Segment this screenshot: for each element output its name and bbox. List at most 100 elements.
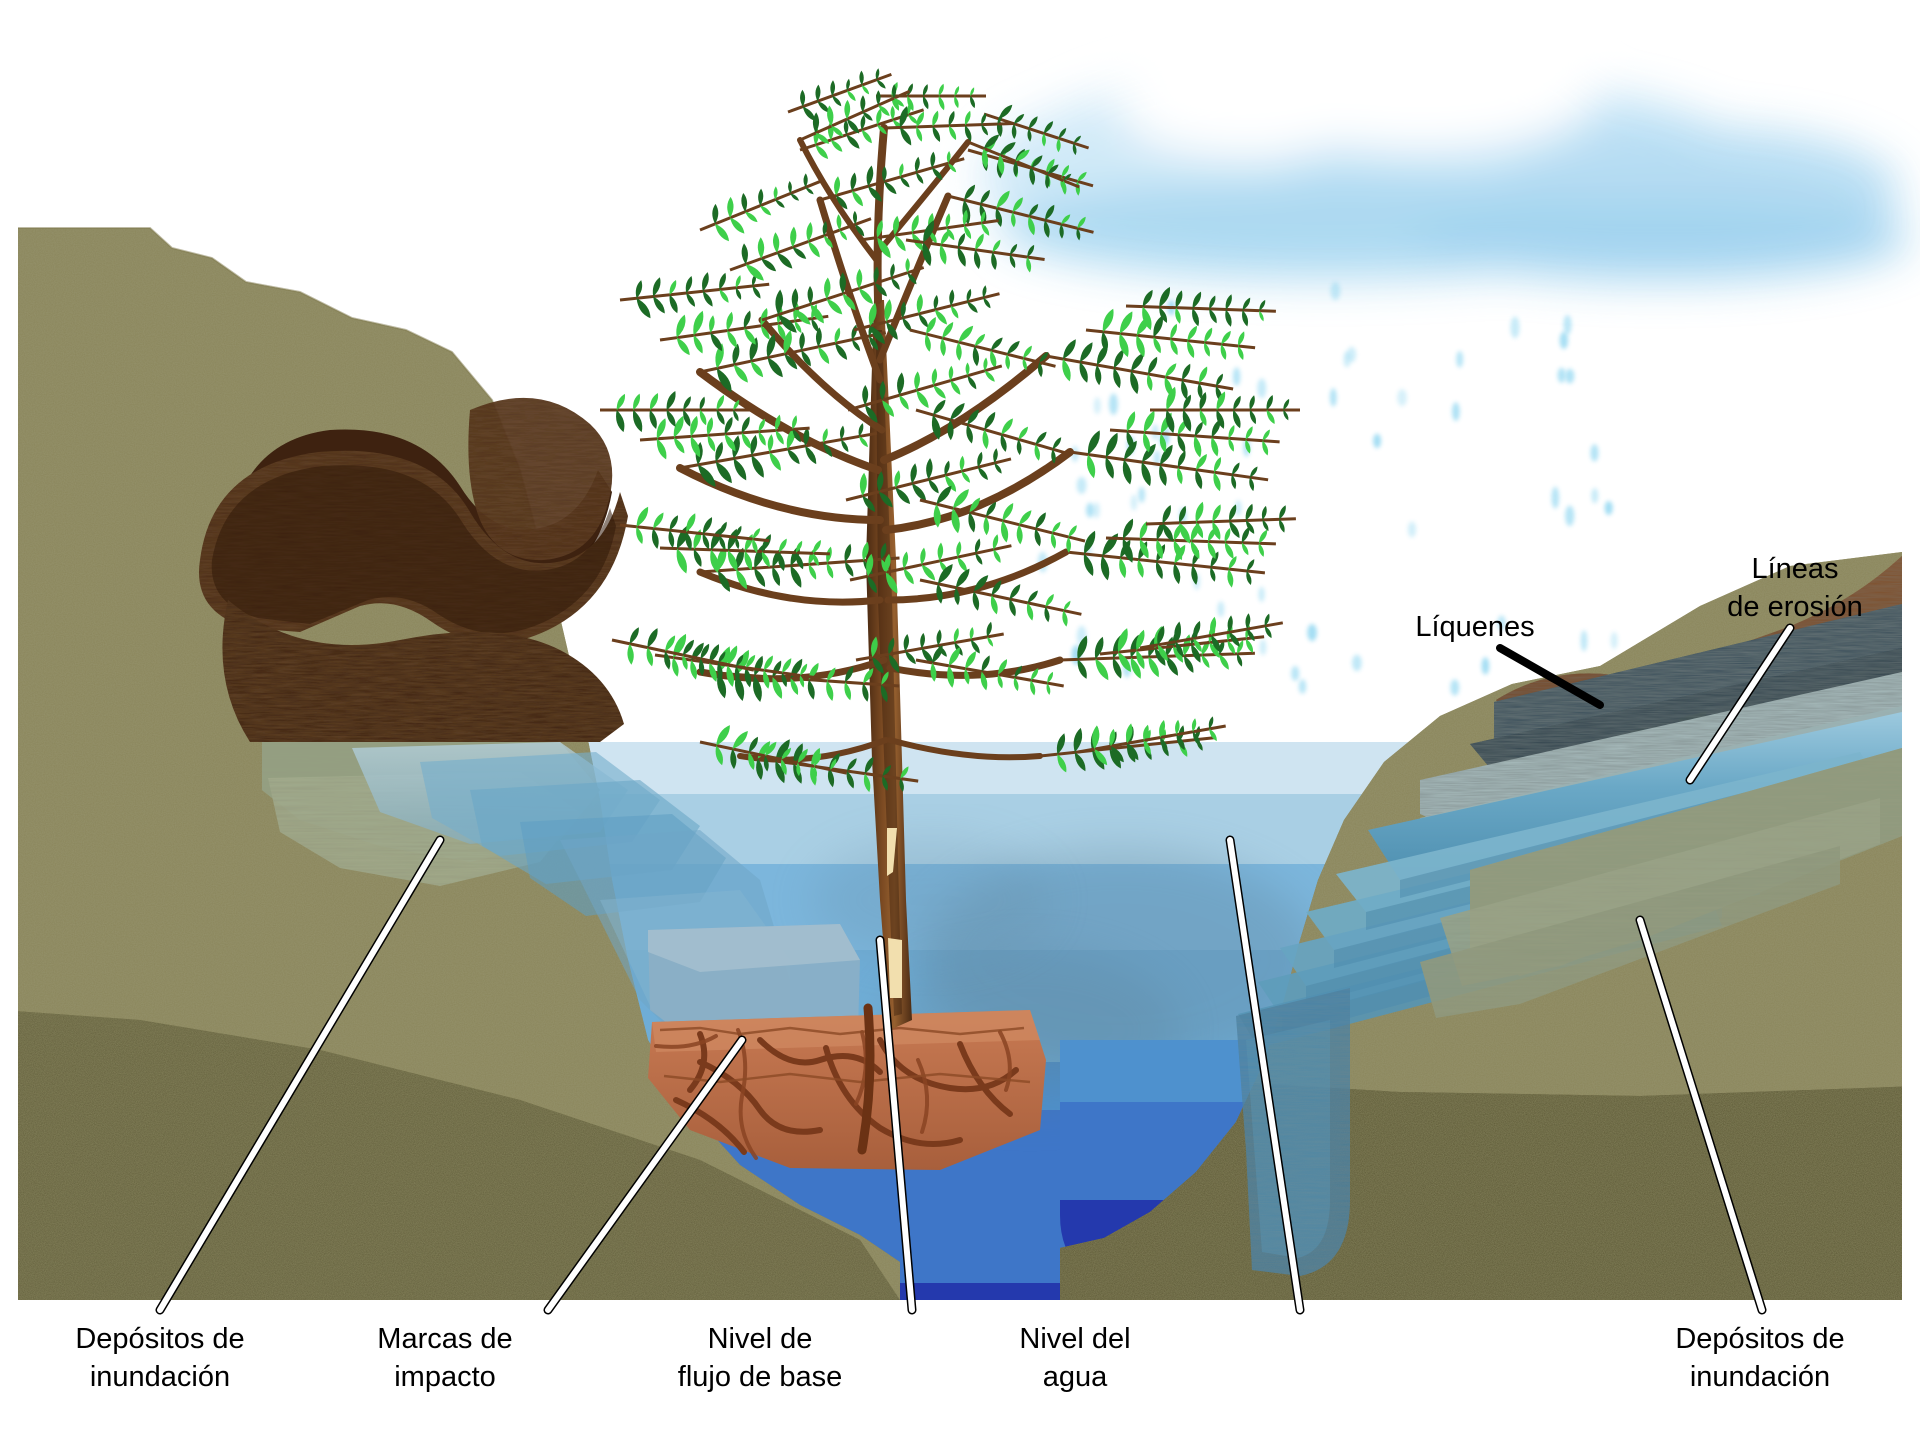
leader-lineas-de-erosion <box>1685 623 1795 785</box>
leaflet <box>884 553 891 573</box>
leaflet <box>1242 310 1249 327</box>
leaflet <box>758 188 764 206</box>
leaflet <box>718 570 730 592</box>
leaflet <box>1139 539 1149 559</box>
leaflet <box>998 659 1008 675</box>
leaflet <box>683 410 691 427</box>
leaflet <box>1031 155 1043 168</box>
leaflet <box>839 230 847 241</box>
leaf-rachis <box>619 282 770 302</box>
leaflet <box>1246 571 1252 585</box>
leaflet <box>1173 524 1181 541</box>
leaflet <box>1224 528 1231 543</box>
leaflet <box>682 639 694 656</box>
leaflet <box>1159 464 1167 486</box>
leaflet <box>727 196 734 218</box>
leaflet <box>826 563 834 579</box>
rain-drop <box>1307 624 1317 642</box>
rain-drop <box>1580 630 1588 652</box>
leaflet <box>936 629 942 646</box>
leaflet <box>850 172 857 191</box>
leaflet <box>1184 655 1194 673</box>
leaflet <box>666 391 676 410</box>
leaflet <box>1195 501 1204 523</box>
leaflet <box>1266 395 1273 410</box>
leaflet <box>1142 306 1152 331</box>
leaflet <box>890 263 895 278</box>
label-depositos-derecha: Depósitos de inundación <box>1675 1323 1845 1393</box>
leaflet <box>872 657 884 674</box>
leaflet <box>1083 553 1094 576</box>
leaflet <box>1236 653 1243 667</box>
leaflet <box>1035 512 1046 529</box>
leaflet <box>761 258 777 272</box>
leaflet <box>891 278 900 290</box>
leaflet <box>752 675 762 702</box>
leaflet <box>831 126 844 137</box>
leaflet <box>846 134 860 149</box>
leaflet <box>797 748 808 763</box>
leaflet <box>862 385 869 406</box>
rain-drop <box>1481 657 1490 675</box>
leaflet <box>1007 340 1020 355</box>
leaflet <box>775 761 785 784</box>
leaflet <box>1022 358 1027 371</box>
leaflet <box>930 662 937 682</box>
leaflet <box>859 436 868 448</box>
leaflet <box>719 272 726 290</box>
leaflet <box>1143 724 1149 741</box>
leaflet <box>1015 149 1030 162</box>
leaflet <box>780 759 787 776</box>
leaflet <box>1160 444 1173 465</box>
leaflet <box>751 455 764 478</box>
leaflet <box>735 547 744 570</box>
leaflet <box>999 142 1016 155</box>
leaflet <box>808 241 820 258</box>
leaflet <box>636 526 643 544</box>
leaflet <box>1249 410 1257 425</box>
leaflet <box>950 380 961 395</box>
root-zone <box>648 1003 1046 1170</box>
leaflet <box>844 682 852 701</box>
leaflet <box>1051 449 1056 464</box>
leaflet <box>664 651 671 670</box>
leaflet <box>665 635 676 652</box>
leaflet <box>791 288 799 310</box>
leaflet <box>897 372 905 396</box>
leaflet <box>1194 421 1203 436</box>
leaflet <box>715 223 729 242</box>
leaflet <box>763 655 773 671</box>
leaflet <box>1199 410 1207 426</box>
leaflet <box>1283 410 1289 421</box>
leaflet <box>775 739 790 761</box>
rain-drop <box>1610 632 1618 649</box>
leaflet <box>1122 538 1133 563</box>
leaflet <box>968 512 976 533</box>
leaflet <box>1073 727 1083 753</box>
leaflet <box>1086 454 1096 479</box>
leaflet <box>1009 584 1021 600</box>
leaflet <box>1221 330 1231 345</box>
leaflet <box>975 233 984 250</box>
leaflet <box>1113 349 1124 368</box>
leaflet <box>1030 668 1039 681</box>
leaflet <box>807 679 815 700</box>
leaflet <box>882 765 891 776</box>
leaflet <box>730 217 745 234</box>
leaflet <box>1225 309 1232 327</box>
leaflet <box>803 427 810 446</box>
leaflet <box>649 393 659 410</box>
leaflet <box>826 299 843 315</box>
leaflet <box>735 275 741 288</box>
leaflet <box>866 165 874 187</box>
leaflet <box>766 333 776 358</box>
leaflet <box>1159 720 1166 738</box>
riparian-tree <box>600 68 1300 1030</box>
leaflet <box>1258 543 1264 557</box>
leaflet <box>627 643 634 665</box>
leaflet <box>1175 641 1184 657</box>
rain-drop <box>1559 331 1569 350</box>
leaflet <box>830 758 837 770</box>
leaflet <box>1162 523 1174 542</box>
leaflet <box>1141 462 1151 487</box>
